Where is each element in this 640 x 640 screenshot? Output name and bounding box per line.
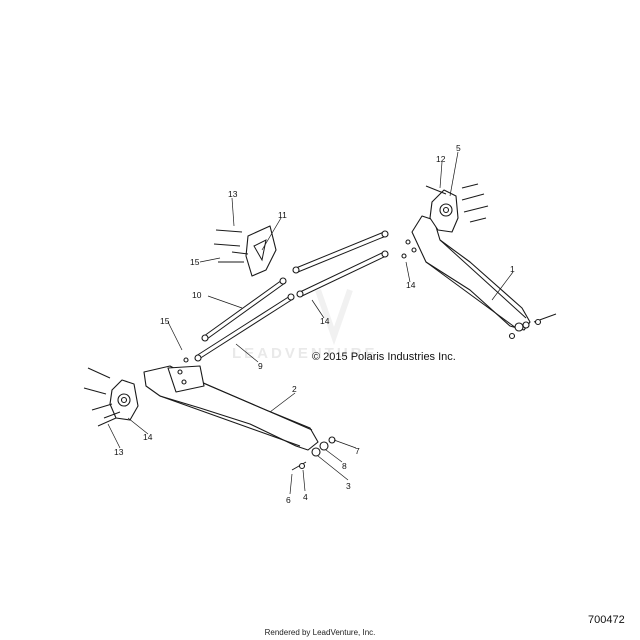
watermark-logo (315, 289, 353, 346)
callout-4: 4 (303, 492, 308, 502)
callout-10: 10 (192, 290, 202, 300)
rendered-by-footer: Rendered by LeadVenture, Inc. (264, 628, 376, 637)
callout-5: 5 (456, 143, 461, 153)
knuckle-left (109, 379, 139, 421)
control-rods-lower (194, 277, 295, 362)
callout-15-upper: 15 (190, 257, 200, 267)
callout-8: 8 (342, 461, 347, 471)
leader-lines (107, 151, 514, 495)
callout-3: 3 (346, 481, 351, 491)
callout-13-upper: 13 (228, 189, 238, 199)
bolts-right (401, 183, 557, 340)
control-rods-upper (292, 230, 389, 298)
callout-6: 6 (286, 495, 291, 505)
bolts-left (83, 357, 189, 427)
callout-2: 2 (292, 384, 297, 394)
callout-12: 12 (436, 154, 446, 164)
document-number: 700472 (588, 614, 625, 626)
leadventure-watermark: LEADVENTURE (232, 345, 378, 362)
callout-15-lower: 15 (160, 316, 170, 326)
callout-11: 11 (278, 210, 287, 220)
callout-9: 9 (258, 361, 263, 371)
rear-hardware (291, 436, 336, 471)
callout-7: 7 (355, 446, 360, 456)
trailing-arm-right (411, 215, 531, 332)
callout-14-right: 14 (406, 280, 416, 290)
callouts: 1 2 3 4 5 6 7 8 9 10 11 12 13 13 14 14 1… (114, 143, 515, 505)
callout-14-left: 14 (143, 432, 153, 442)
callout-1: 1 (510, 264, 515, 274)
bolts-bracket (213, 229, 249, 263)
copyright-notice: © 2015 Polaris Industries Inc. (312, 351, 456, 363)
knuckle-right (429, 189, 459, 233)
callout-13-lower: 13 (114, 447, 124, 457)
callout-14-middle: 14 (320, 316, 330, 326)
trailing-arm-left (143, 365, 319, 451)
